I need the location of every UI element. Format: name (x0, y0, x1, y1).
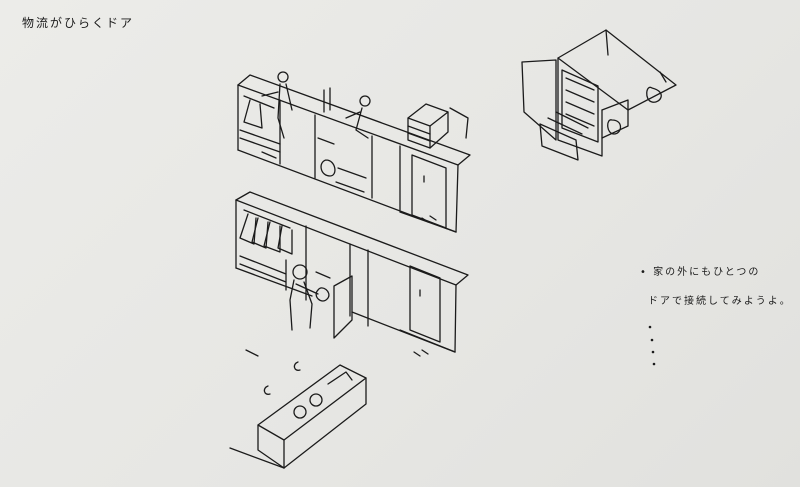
middle-wall-unit (235, 191, 469, 357)
note-line-1: • 家の外にもひとつの (640, 263, 760, 278)
delivery-truck (521, 29, 677, 161)
upper-people (261, 71, 371, 139)
sketch-title: 物流がひらくドア (22, 16, 135, 30)
kitchen-island (257, 361, 367, 469)
ellipsis-dots (648, 325, 656, 366)
note-bullet: • (640, 267, 648, 278)
ground-marks (245, 151, 277, 357)
floor-lines (229, 211, 457, 469)
upper-wall-unit (237, 74, 471, 233)
middle-person (289, 264, 331, 331)
note-line-2: ドアで接続してみようよ。 (648, 296, 792, 307)
note-text-1: 家の外にもひとつの (653, 267, 761, 278)
